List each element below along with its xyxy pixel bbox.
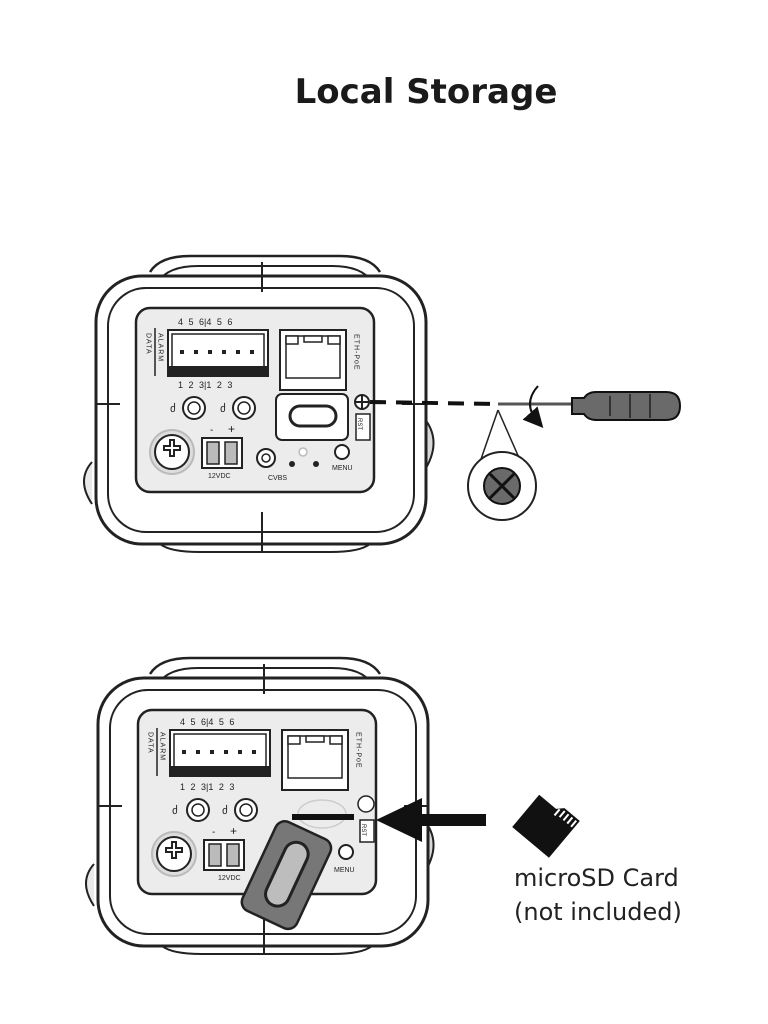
power-label: 12VDC	[208, 473, 231, 480]
power-minus: -	[210, 425, 213, 436]
pin-numbers-top: 4 5 6|4 5 6	[178, 317, 232, 327]
power-minus: -	[212, 827, 215, 838]
menu-label: MENU	[334, 867, 355, 874]
screwdriver-icon	[369, 385, 682, 428]
led-indicator	[313, 461, 319, 467]
pin-numbers-bottom: 1 2 3|1 2 3	[178, 380, 232, 390]
screw-detail-callout	[467, 409, 537, 521]
cover-screw-hole	[357, 795, 375, 813]
terminal-block	[167, 329, 269, 377]
power-terminal	[201, 437, 243, 469]
svg-text:ძ: ძ	[220, 402, 226, 415]
led-indicator	[289, 461, 295, 467]
rst-label: RST	[356, 418, 362, 430]
ground-screw	[149, 429, 195, 475]
connector-panel-top: DATA ALARM 4 5 6|4 5 6 1 2 3|1 2 3 ETH-P…	[134, 306, 376, 494]
menu-button	[334, 444, 350, 460]
cvbs-jack	[256, 448, 276, 468]
terminal-block	[169, 729, 271, 777]
power-plus: +	[230, 824, 237, 838]
alarm-label: ALARM	[157, 333, 164, 362]
rst-label: RST	[360, 824, 366, 836]
menu-label: MENU	[332, 465, 353, 472]
svg-text:ძ: ძ	[222, 804, 228, 817]
microsd-card-label: microSD Card	[514, 864, 679, 892]
data-label: DATA	[145, 333, 152, 355]
pin-numbers-bottom: 1 2 3|1 2 3	[180, 782, 234, 792]
not-included-label: (not included)	[514, 898, 682, 926]
eth-poe-label: ETH-PoE	[355, 732, 362, 769]
svg-text:ძ: ძ	[170, 402, 176, 415]
alarm-jack-left: ძ	[170, 396, 206, 420]
insert-arrow	[376, 798, 486, 842]
menu-button	[338, 844, 354, 860]
power-terminal	[203, 839, 245, 871]
alarm-jack-right: ძ	[220, 396, 256, 420]
cvbs-label: CVBS	[268, 475, 287, 482]
svg-text:ძ: ძ	[172, 804, 178, 817]
sd-slot-cover	[275, 393, 349, 441]
power-plus: +	[228, 422, 235, 436]
data-label: DATA	[147, 732, 154, 754]
alarm-jack-left: ძ	[172, 798, 210, 822]
led-indicator	[298, 447, 308, 457]
alarm-label: ALARM	[159, 732, 166, 761]
pin-numbers-top: 4 5 6|4 5 6	[180, 717, 234, 727]
ethernet-port	[281, 729, 349, 791]
alarm-jack-right: ძ	[222, 798, 258, 822]
microsd-card-icon	[512, 794, 580, 858]
sd-slot	[292, 814, 354, 820]
removed-slot-cover	[240, 820, 333, 931]
ground-screw	[151, 831, 197, 877]
ethernet-port	[279, 329, 347, 391]
power-label: 12VDC	[218, 875, 241, 882]
page-title: Local Storage	[294, 72, 558, 112]
eth-poe-label: ETH-PoE	[353, 334, 360, 371]
cover-screw	[354, 394, 370, 410]
